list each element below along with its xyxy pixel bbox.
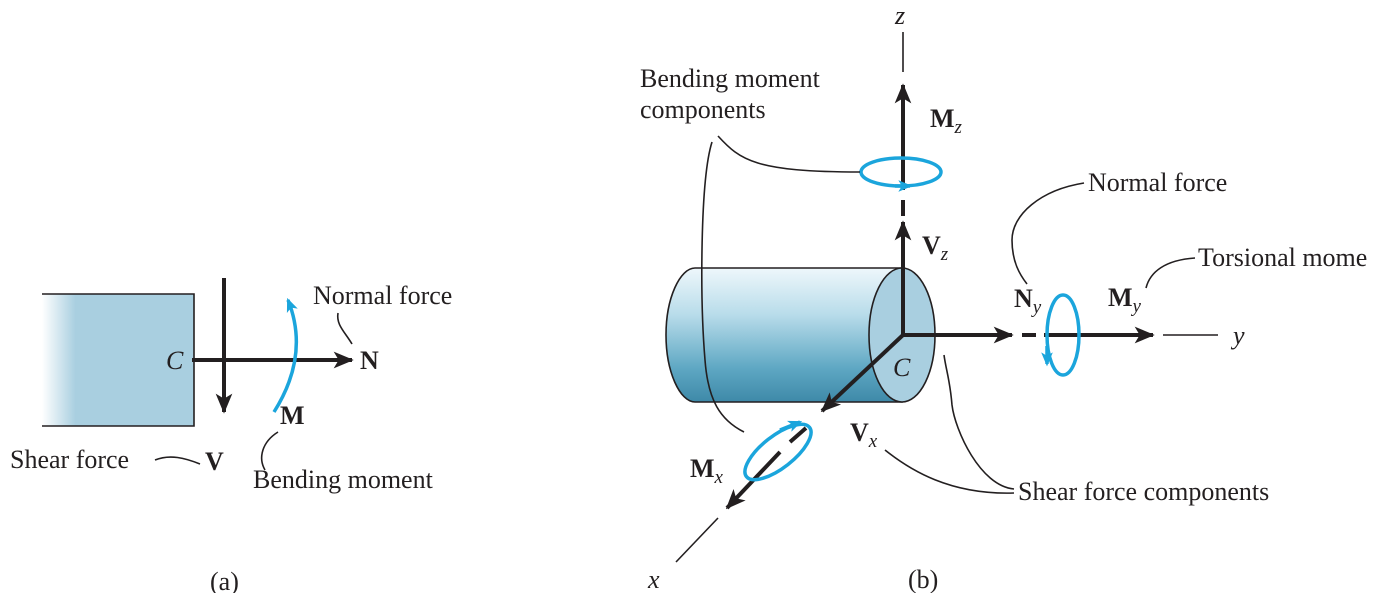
normal-force-leader [336, 312, 353, 345]
normal-force-label: Normal force [313, 281, 452, 310]
bending-components-label-1: Bending moment [640, 64, 821, 93]
x-axis-dash [788, 426, 808, 444]
mz-symbol: Mz [930, 104, 963, 138]
shear-components-label: Shear force components [1018, 477, 1269, 506]
torsional-moment-leader [1145, 257, 1196, 289]
torsional-moment-label: Torsional mome [1198, 243, 1367, 272]
bending-components-leader-mx [701, 141, 745, 433]
bending-moment-arrow [272, 297, 299, 413]
x-axis-lower [675, 517, 719, 563]
shear-force-leader [154, 456, 201, 465]
panel-a: C N M V Normal force Shear force Bending… [10, 278, 452, 593]
axis-y-label: y [1230, 321, 1245, 350]
my-symbol: My [1108, 283, 1142, 317]
bending-moment-leader [261, 431, 279, 471]
vx-symbol: Vx [850, 418, 878, 452]
shear-components-leader-vz [943, 354, 1015, 490]
mx-moment-head [779, 420, 803, 432]
vz-symbol: Vz [922, 231, 949, 265]
bending-moment-label: Bending moment [253, 465, 434, 494]
shear-force-label: Shear force [10, 445, 129, 474]
bending-components-leader-mz [717, 135, 861, 173]
vx-vector [820, 333, 905, 413]
panel-b: z y x C Mz Vz Ny My Vx Mx Bending moment… [640, 1, 1367, 593]
shear-force-symbol: V [205, 447, 224, 476]
normal-force-symbol: N [360, 346, 379, 375]
section-center-c: C [166, 346, 184, 375]
moment-symbol: M [280, 401, 305, 430]
shear-components-leader-vx [884, 449, 1015, 494]
cylinder-body [665, 267, 903, 403]
mx-moment-loop [743, 422, 813, 482]
axis-x-label: x [647, 565, 660, 593]
caption-b: (b) [908, 565, 938, 593]
axis-z-label: z [894, 1, 905, 30]
bending-components-label-2: components [640, 95, 766, 124]
caption-a: (a) [210, 567, 239, 593]
normal-force-label: Normal force [1088, 168, 1227, 197]
normal-force-leader [1011, 182, 1085, 285]
my-moment-loop [1045, 293, 1081, 377]
section-block [42, 294, 194, 426]
section-center-c: C [893, 353, 911, 382]
ny-symbol: Ny [1014, 284, 1042, 318]
mx-symbol: Mx [690, 454, 724, 488]
